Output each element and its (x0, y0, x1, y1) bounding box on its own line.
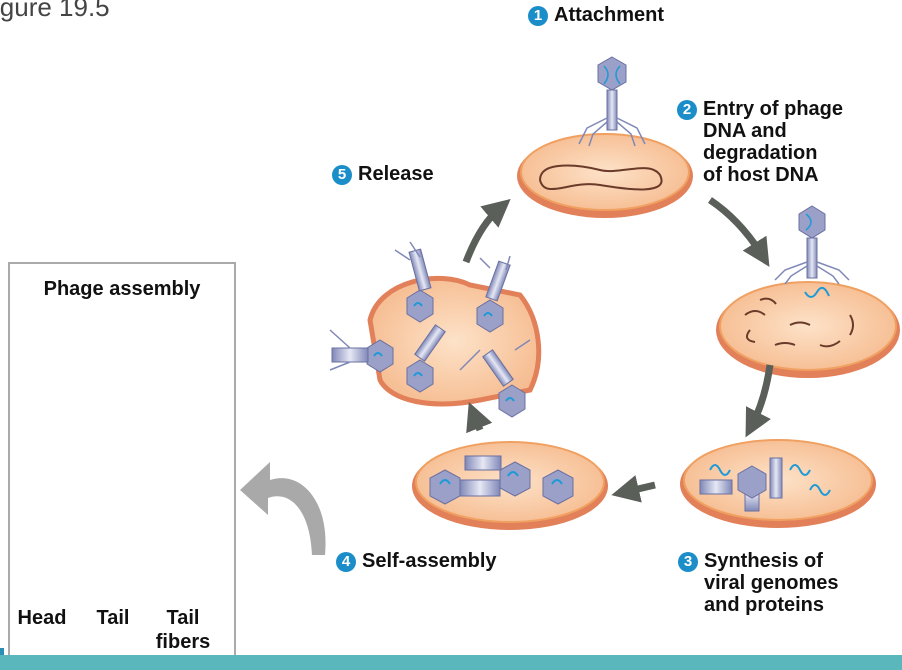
injected-phage-dna (804, 286, 830, 298)
step-2-badge: 2 (677, 100, 697, 120)
tail-fibers-label: Tail fibers (155, 607, 211, 653)
cycle-arrow-5-to-1 (462, 198, 511, 264)
footer-bar (0, 655, 902, 670)
footer-accent (0, 648, 4, 658)
step-4-badge: 4 (336, 552, 356, 572)
cell-entry (716, 281, 900, 378)
degraded-host-dna (744, 297, 854, 348)
cell-attachment (517, 133, 693, 218)
cycle-arrow-4-to-5 (466, 402, 493, 434)
assembly-link-arrow (240, 462, 326, 555)
head-label: Head (17, 607, 67, 629)
cell-synthesis (680, 439, 876, 528)
step-3-label: 3 Synthesis of viral genomes and protein… (678, 550, 839, 616)
step-1-badge: 1 (528, 6, 548, 26)
cycle-arrow-2-to-3 (745, 364, 774, 438)
step-3-badge: 3 (678, 552, 698, 572)
figure-title: igure 19.5 (0, 0, 110, 22)
host-dna (538, 164, 663, 191)
cycle-arrow-1-to-2 (708, 197, 770, 267)
cell-self-assembly (412, 441, 608, 530)
phage-attaching-icon (578, 56, 646, 147)
released-phage-icons (329, 241, 531, 418)
tail-label: Tail (96, 607, 130, 629)
cycle-arrow-3-to-4 (611, 475, 656, 503)
phage-assembly-title: Phage assembly (43, 278, 201, 300)
step-2-label: 2 Entry of phage DNA and degradation of … (677, 98, 843, 186)
phage-injecting-icon (774, 205, 850, 285)
step-5-badge: 5 (332, 165, 352, 185)
phage-assembly-panel: Phage assembly (8, 262, 236, 658)
cell-release (329, 241, 542, 418)
